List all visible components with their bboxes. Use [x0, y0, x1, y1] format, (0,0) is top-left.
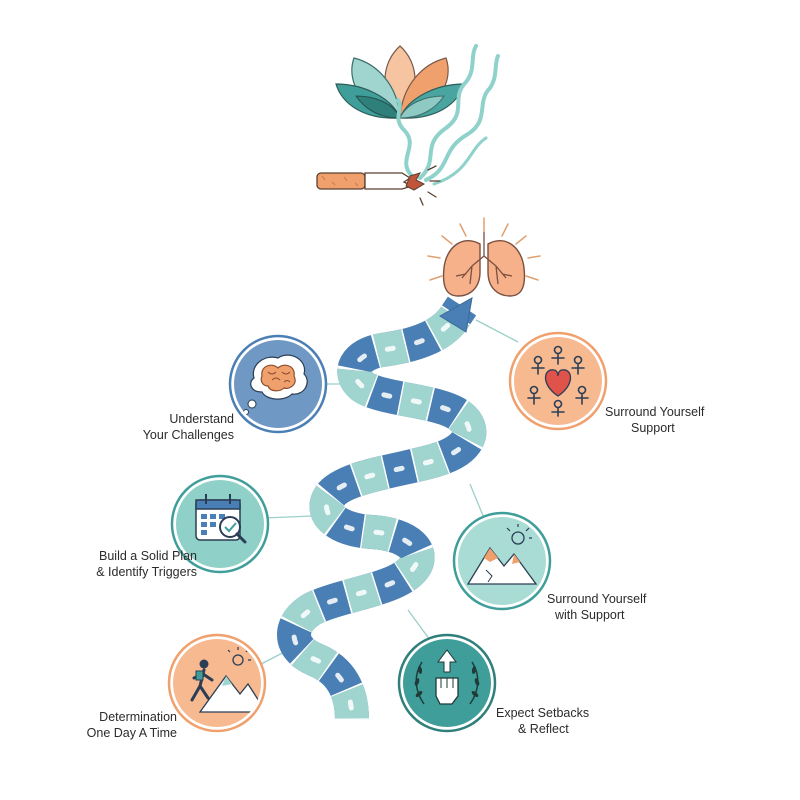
- step-circle-1: [228, 334, 328, 434]
- calendar-search-icon: [195, 494, 247, 544]
- step-label-line: Surround Yourself: [547, 592, 647, 606]
- healthy-lungs-icon: [427, 217, 541, 297]
- step-circle-4: [397, 633, 497, 733]
- step-label-line: Support: [631, 421, 675, 435]
- step-circle-5: [452, 511, 552, 611]
- step-label-line: Your Challenges: [142, 428, 234, 442]
- step-label-3: Determination One Day A Time: [87, 709, 177, 741]
- puzzle-path: [277, 296, 487, 723]
- step-label-line: Determination: [99, 710, 177, 724]
- broken-cigarette-icon: [316, 165, 441, 206]
- smoke-wisps-icon: [396, 44, 500, 186]
- step-label-line: & Reflect: [518, 722, 569, 736]
- step-label-2: Build a Solid Plan & Identify Triggers: [96, 548, 197, 580]
- step-label-5: Surround Yourself with Support: [547, 591, 646, 623]
- fist-laurel-icon: [414, 649, 480, 705]
- brain-thought-icon: [243, 354, 308, 415]
- step-label-4: Expect Setbacks & Reflect: [496, 705, 589, 737]
- lotus-flower-icon: [335, 45, 465, 119]
- step-label-line: Understand: [169, 412, 234, 426]
- step-circle-6: [508, 331, 608, 431]
- step-label-6: Surround Yourself Support: [605, 404, 704, 436]
- step-label-line: Expect Setbacks: [496, 706, 590, 720]
- step-label-1: Understand Your Challenges: [143, 411, 234, 443]
- step-label-line: Surround Yourself: [605, 405, 705, 419]
- community-heart-icon: [527, 345, 589, 417]
- mountains-sun-icon: [466, 524, 538, 585]
- step-label-line: with Support: [555, 608, 625, 622]
- step-label-line: One Day A Time: [86, 726, 177, 740]
- step-label-line: Build a Solid Plan: [99, 549, 197, 563]
- step-circle-2: [170, 474, 270, 574]
- step-circle-3: [167, 633, 267, 733]
- step-label-line: & Identify Triggers: [96, 565, 197, 579]
